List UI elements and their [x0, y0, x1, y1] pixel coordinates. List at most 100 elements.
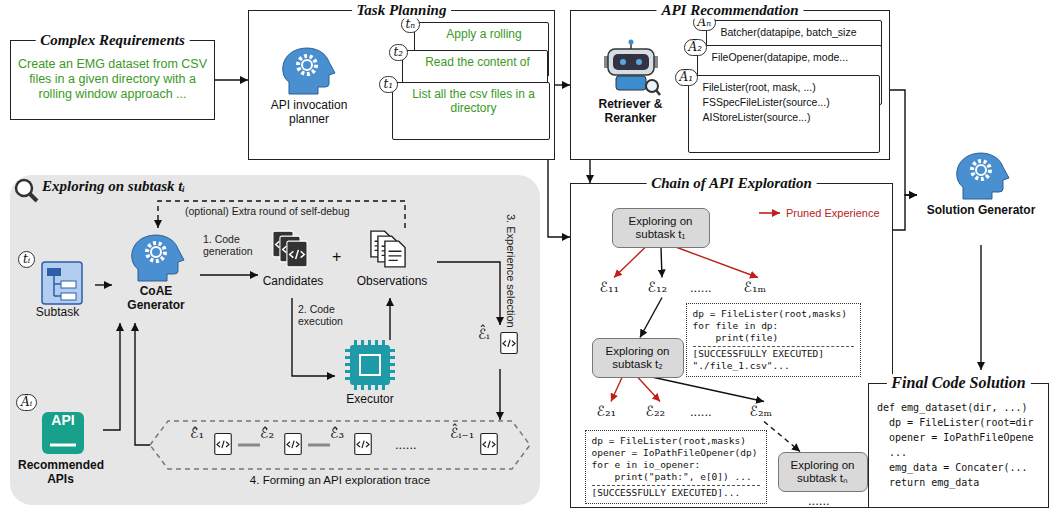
- stage-panel: Exploring on subtask t₁ℰ₁₁ℰ₁₂ℰ₁ₘdp = Fil…: [570, 183, 893, 508]
- stage-panel: Retriever & RerankerÂₙBatcher(datapipe, …: [570, 10, 890, 160]
- subtask-icon: [42, 262, 82, 304]
- robot-icon: [604, 40, 660, 96]
- stage-panel: API invocation plannertₙApply a rollingt…: [248, 10, 555, 160]
- connector-arrow: [980, 245, 981, 370]
- code-line: dp = FileLister(root,masks): [592, 435, 760, 447]
- connector-arrow: [677, 248, 758, 278]
- experience-item: ℰ̂ᵢ: [478, 325, 524, 369]
- experience-icon: [481, 434, 498, 455]
- index-badge: t₂: [389, 44, 409, 61]
- icon-label: Solution Generator: [917, 203, 1045, 217]
- subtask-state: Exploring on subtask t₂: [592, 338, 684, 378]
- code-line: dp = FileLister(root,masks): [693, 308, 854, 320]
- connector-arrow: [611, 378, 622, 402]
- connector-arrow: [158, 201, 405, 228]
- code-line: for e in io_opener:: [592, 459, 760, 471]
- code-line: opener = IoPathFileOpener(dp): [592, 447, 760, 459]
- connector-arrow: [890, 90, 917, 195]
- experience-label: ℰ̂₁: [190, 424, 238, 442]
- panel-title: Complex Requirements: [35, 32, 190, 49]
- legend-entry: Pruned Experience: [758, 207, 880, 219]
- code-line: [SUCCESSFULLY EXECUTED]...: [592, 485, 760, 499]
- magnifier-icon: [16, 180, 37, 201]
- code-callout: dp = FileLister(root,masks)opener = IoPa…: [585, 430, 767, 504]
- experience-label: ℰ₂₂: [646, 402, 674, 420]
- connector-arrow: [640, 298, 662, 338]
- retriever-agent: Retriever & Reranker: [585, 35, 677, 145]
- experience-label: ℰ₁₁: [600, 278, 628, 296]
- panel-title: Chain of API Exploration: [646, 175, 817, 192]
- state-text: Exploring on subtask tₙ: [783, 459, 863, 485]
- experience-node: ℰ₁₂: [648, 278, 676, 298]
- connector-arrow: [95, 284, 112, 285]
- experience-label: ℰ₂₁: [597, 402, 625, 420]
- panel-title: Final Code Solution: [886, 374, 1030, 392]
- connector-arrow: [555, 84, 570, 85]
- code-line: ...: [877, 445, 1040, 460]
- executor-chip: Executor: [335, 340, 405, 412]
- task-text: List all the csv files in a directory: [407, 87, 541, 115]
- code-line: def emg_dataset(dir, ...): [877, 400, 1040, 415]
- subtask-state: Exploring on subtask tₙ: [778, 452, 868, 492]
- connector-arrow: [893, 195, 917, 230]
- panel-title: Task Planning: [352, 2, 452, 19]
- ellipsis-mark: ......: [395, 437, 417, 452]
- code-line: for file in dp:: [693, 320, 854, 332]
- generator-icon: [957, 153, 1009, 199]
- icon-text: API: [42, 412, 84, 428]
- api-signature: AIStoreLister(source...): [703, 110, 871, 125]
- ellipsis-mark: ......: [690, 280, 712, 295]
- experience-label: ℰ̂₂: [260, 424, 308, 442]
- ellipsis-mark: ......: [690, 404, 712, 419]
- code-line: "./file_1.csv"...: [693, 360, 854, 372]
- connector-arrow: [200, 274, 258, 275]
- chip-icon: [348, 343, 393, 388]
- ellipsis-mark: ......: [808, 493, 830, 508]
- connector-arrow: [308, 444, 330, 447]
- step-label: (optional) Extra round of self-debug: [185, 205, 350, 217]
- connector-arrow: [589, 160, 590, 183]
- connector-arrow: [638, 378, 660, 402]
- legend-line: [759, 212, 780, 214]
- connector-arrow: [135, 323, 150, 445]
- icon-label: CoAE Generator: [112, 284, 200, 312]
- task-text: Create an EMG dataset from CSV files in …: [11, 57, 214, 102]
- connector-arrow: [499, 369, 500, 420]
- connector-arrow: [389, 298, 390, 340]
- connector-arrow: [548, 160, 570, 237]
- connector-arrow: [764, 422, 800, 452]
- solution-agent: Solution Generator: [917, 145, 1045, 245]
- requirement-box: Complex RequirementsCreate an EMG datase…: [10, 40, 215, 120]
- subtask-card: t₁List all the csv files in a directory: [392, 82, 550, 140]
- legend-text: Pruned Experience: [786, 207, 880, 219]
- code-callout: dp = FileLister(root,masks)for file in d…: [686, 303, 861, 377]
- experience-node: ℰ₂₁: [597, 402, 625, 422]
- index-badge: tᵢ: [18, 251, 35, 268]
- experience-label: ℰ̂₃: [330, 424, 378, 442]
- api-icon-square: [42, 412, 84, 454]
- connector-arrow: [437, 262, 500, 325]
- region-title: Exploring on subtask tᵢ: [42, 178, 185, 195]
- task-text: Apply a rolling: [429, 27, 540, 41]
- api-signature: FileOpener(datapipe, mode...: [712, 50, 873, 65]
- experience-icon: [501, 333, 518, 354]
- code-candidate-icon: [287, 241, 307, 267]
- plus-sign: +: [332, 248, 341, 266]
- icon-label: Retriever & Reranker: [585, 97, 677, 125]
- experience-label: ℰ̂ᵢ: [478, 325, 524, 343]
- subtask-icon-box: tᵢSubtask: [20, 255, 95, 327]
- icon-label: Recommended APIs: [18, 458, 103, 486]
- experience-node: ℰ₁ₘ: [744, 278, 772, 298]
- connector-arrow: [238, 444, 260, 447]
- trace-item: ℰ̂₂: [260, 424, 308, 466]
- index-badge: Â₂: [684, 39, 707, 56]
- planner-icon: [283, 48, 335, 94]
- panel-title: API Recommendation: [656, 2, 803, 19]
- code-solution-box: Final Code Solutiondef emg_dataset(dir, …: [868, 383, 1049, 508]
- trace-box: ℰ̂₁ℰ̂₂ℰ̂₃ℰ̂ᵢ₋₁4. Forming an API explorat…: [150, 420, 530, 470]
- icon-label: Subtask: [20, 305, 95, 319]
- experience-label: ℰ₁₂: [648, 278, 676, 296]
- state-text: Exploring on subtask t₂: [597, 345, 679, 371]
- exploration-region: tᵢSubtaskCoAE GeneratorCandidatesObserva…: [10, 175, 540, 505]
- experience-icon: [355, 434, 372, 455]
